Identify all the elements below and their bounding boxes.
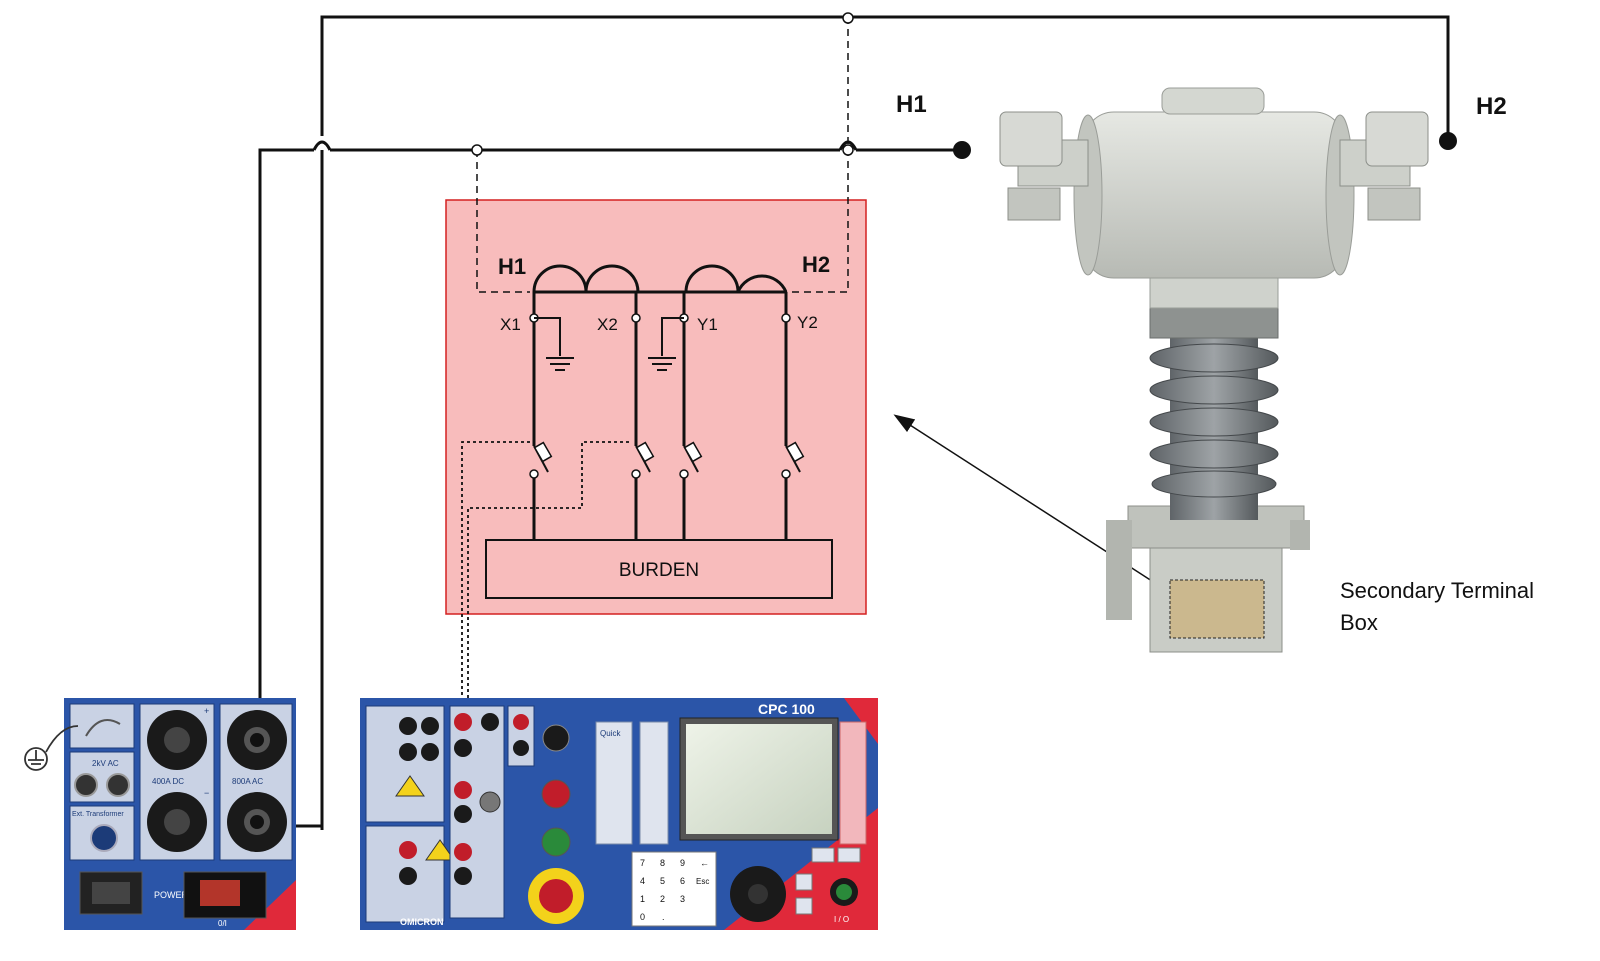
ground-icon bbox=[534, 317, 574, 371]
label-minus: − bbox=[204, 788, 209, 798]
cpc-socket[interactable] bbox=[421, 743, 439, 761]
ground-icon bbox=[648, 317, 684, 371]
cpc-socket-red[interactable] bbox=[454, 781, 472, 799]
label-power: POWER bbox=[154, 890, 189, 900]
h2-outer-label: H2 bbox=[1476, 93, 1507, 120]
quick-menu[interactable] bbox=[595, 721, 633, 845]
cpc100-unit: CPC 100 Qui bbox=[360, 698, 878, 930]
2kv-socket-2[interactable] bbox=[106, 773, 130, 797]
h1-inner-label: H1 bbox=[498, 254, 526, 279]
burden-label: BURDEN bbox=[619, 560, 699, 581]
svg-text:1: 1 bbox=[640, 894, 645, 904]
svg-text:7: 7 bbox=[640, 858, 645, 868]
svg-text:4: 4 bbox=[640, 876, 645, 886]
primary-wiring bbox=[258, 15, 1450, 830]
down-key[interactable] bbox=[795, 897, 813, 915]
nav-right-key[interactable] bbox=[837, 847, 861, 863]
ground-socket[interactable] bbox=[69, 703, 135, 749]
cpc-display bbox=[686, 724, 832, 834]
secondary-terminal-label-1: Secondary Terminal bbox=[1340, 578, 1534, 603]
svg-text:5: 5 bbox=[660, 876, 665, 886]
label-2kv: 2kV AC bbox=[92, 759, 119, 768]
key-switch[interactable] bbox=[542, 724, 570, 752]
h1-terminal-dot bbox=[953, 141, 971, 159]
cpc-socket[interactable] bbox=[513, 740, 529, 756]
start-button[interactable] bbox=[541, 827, 571, 857]
test-leads bbox=[461, 441, 632, 716]
menu-keys[interactable] bbox=[639, 721, 669, 845]
svg-text:0: 0 bbox=[640, 912, 645, 922]
ground-icon bbox=[24, 725, 79, 771]
h2-inner-label: H2 bbox=[802, 252, 830, 277]
svg-text:←: ← bbox=[700, 858, 709, 868]
svg-text:Esc: Esc bbox=[696, 877, 709, 886]
io-label: I / O bbox=[834, 915, 849, 924]
ext-transformer-socket[interactable] bbox=[90, 824, 118, 852]
svg-text:2: 2 bbox=[660, 894, 665, 904]
cpc-input-red[interactable] bbox=[454, 713, 472, 731]
cpc-input-black[interactable] bbox=[454, 739, 472, 757]
cpc-socket-red[interactable] bbox=[513, 714, 529, 730]
keypad[interactable]: 7 8 9 ← 4 5 6 Esc 1 2 3 0 . bbox=[631, 851, 717, 927]
label-plus: + bbox=[204, 706, 209, 716]
burden-box bbox=[485, 539, 833, 599]
label-400a: 400A DC bbox=[152, 777, 184, 786]
svg-text:9: 9 bbox=[680, 858, 685, 868]
cpc-socket[interactable] bbox=[399, 743, 417, 761]
cpc-socket[interactable] bbox=[454, 805, 472, 823]
up-key[interactable] bbox=[795, 873, 813, 891]
y2-label: Y2 bbox=[797, 313, 818, 332]
secondary-terminal-label-2: Box bbox=[1340, 610, 1378, 635]
y1-label: Y1 bbox=[697, 315, 718, 334]
cpc-socket[interactable] bbox=[421, 717, 439, 735]
cpc-socket[interactable] bbox=[479, 791, 501, 813]
h2-terminal-dot bbox=[1439, 132, 1457, 150]
svg-text:3: 3 bbox=[680, 894, 685, 904]
quick-label: Quick bbox=[600, 729, 621, 738]
svg-text:.: . bbox=[662, 912, 665, 922]
cpc-socket[interactable] bbox=[481, 713, 499, 731]
x2-label: X2 bbox=[597, 315, 618, 334]
label-ext-transformer: Ext. Transformer bbox=[72, 811, 124, 818]
cpc-socket-red[interactable] bbox=[454, 843, 472, 861]
h1-outer-label: H1 bbox=[896, 91, 927, 118]
label-800a: 800A AC bbox=[232, 777, 263, 786]
secondary-terminal-box bbox=[1169, 579, 1265, 639]
cpc-socket-red[interactable] bbox=[399, 841, 417, 859]
dashed-links bbox=[476, 17, 849, 293]
softkeys[interactable] bbox=[839, 721, 867, 845]
svg-text:6: 6 bbox=[680, 876, 685, 886]
arrow-icon bbox=[893, 414, 1201, 613]
stop-button[interactable] bbox=[541, 779, 571, 809]
label-switch: 0/I bbox=[218, 919, 227, 928]
nav-left-key[interactable] bbox=[811, 847, 835, 863]
cpc-socket[interactable] bbox=[454, 867, 472, 885]
2kv-socket-1[interactable] bbox=[74, 773, 98, 797]
cpc-socket[interactable] bbox=[399, 717, 417, 735]
brand-label: OMICRON bbox=[400, 917, 444, 927]
current-transformer bbox=[999, 87, 1429, 653]
cpc-title: CPC 100 bbox=[758, 701, 815, 717]
svg-text:8: 8 bbox=[660, 858, 665, 868]
x1-label: X1 bbox=[500, 315, 521, 334]
cpc-socket[interactable] bbox=[399, 867, 417, 885]
current-source-unit: 2kV AC Ext. Transformer 400A DC + − 800A… bbox=[64, 698, 296, 930]
